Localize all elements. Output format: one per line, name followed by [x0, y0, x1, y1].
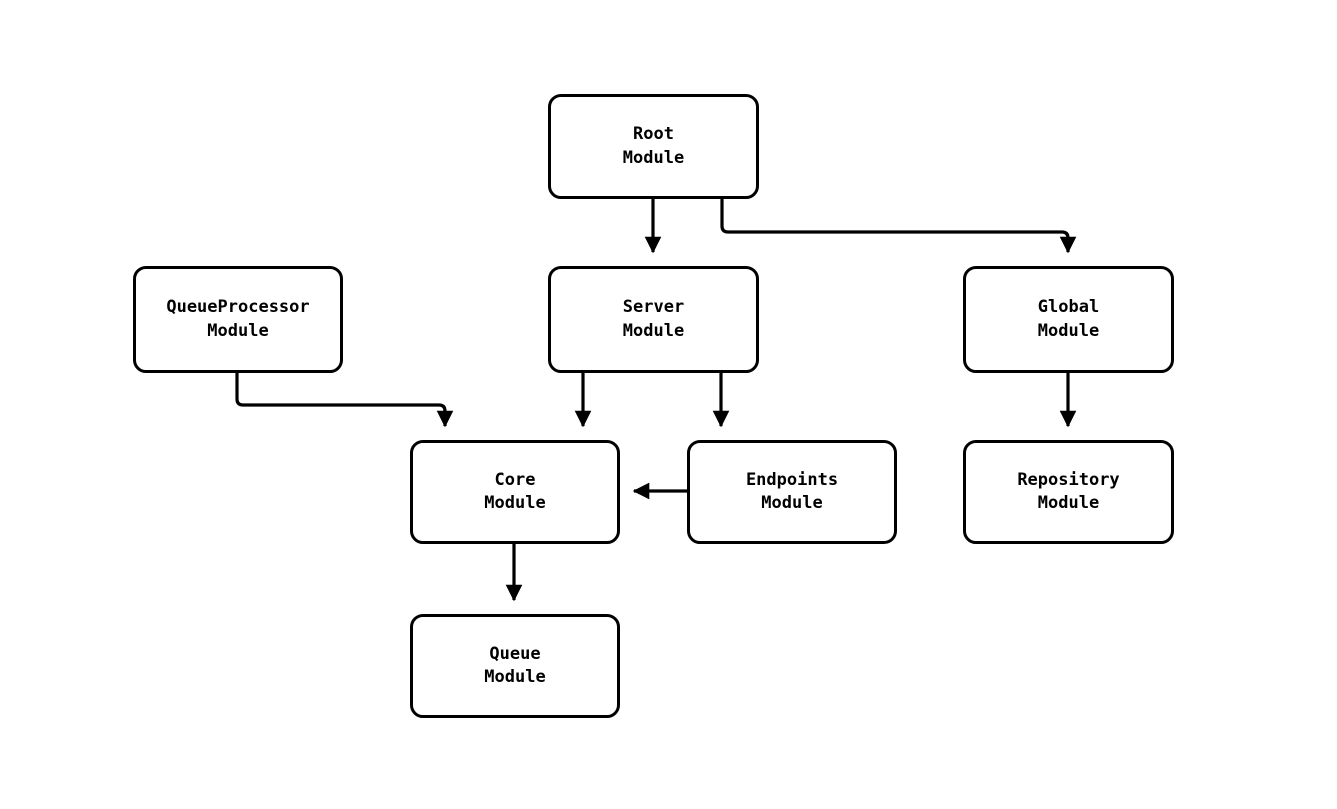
queueprocessor-module-label-line1: QueueProcessor — [166, 297, 310, 318]
core-module-label-line2: Module — [484, 493, 546, 513]
queueprocessor-module-label-line2: Module — [207, 320, 269, 341]
root-module-label-line2: Module — [622, 147, 685, 168]
edge-root-to-global — [720, 199, 1077, 254]
queueprocessor-module[interactable]: QueueProcessor Module — [133, 266, 343, 373]
core-module[interactable]: Core Module — [410, 440, 620, 544]
endpoints-module[interactable]: Endpoints Module — [687, 440, 897, 544]
queue-module[interactable]: Queue Module — [410, 614, 620, 718]
global-module-label-line2: Module — [1037, 320, 1100, 341]
repository-module-label-line1: Repository — [1017, 469, 1120, 490]
root-module-label-line1: Root — [633, 124, 674, 145]
root-module[interactable]: Root Module — [548, 94, 759, 199]
queue-module-label-line1: Queue — [489, 643, 541, 664]
server-module-label-line2: Module — [622, 320, 685, 341]
endpoints-module-label-line2: Module — [761, 493, 823, 513]
repository-module-label-line2: Module — [1037, 493, 1100, 513]
endpoints-module-label-line1: Endpoints — [745, 469, 839, 490]
core-module-label-line1: Core — [494, 469, 536, 490]
server-module[interactable]: Server Module — [548, 266, 759, 373]
edge-queueprocessor-to-core — [235, 373, 454, 428]
repository-module[interactable]: Repository Module — [963, 440, 1174, 544]
queue-module-label-line2: Module — [484, 667, 546, 687]
server-module-label-line1: Server — [622, 297, 685, 318]
global-module-label-line1: Global — [1037, 297, 1100, 318]
global-module[interactable]: Global Module — [963, 266, 1174, 373]
